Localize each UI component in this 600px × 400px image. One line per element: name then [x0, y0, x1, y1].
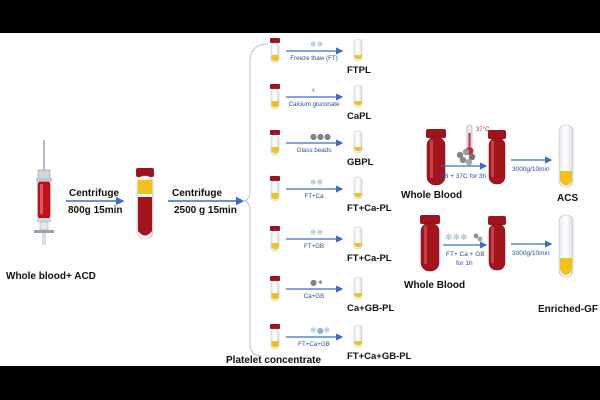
branch-product-tube — [353, 176, 363, 200]
acs-step1-label: GB + 37C for 3h — [439, 173, 487, 180]
branch-product-label: GBPL — [347, 157, 374, 168]
branch-arrow-label: Ca+GB — [304, 293, 324, 300]
glass-beads-cluster-icon — [456, 148, 476, 166]
bottom-black-band — [0, 366, 600, 400]
branch-row: ❄●❄ FT+Ca+GB FT+Ca+GB-PL — [270, 324, 412, 362]
branch-arrow-label: FT+Ca — [304, 193, 324, 200]
syringe-icon — [34, 140, 54, 245]
gf-source-tube — [420, 215, 440, 272]
whole-blood-acd-label: Whole blood+ ACD — [6, 271, 96, 282]
branch-row: ●✦ Ca+GB Ca+GB-PL — [270, 276, 394, 314]
branch-source-tube — [270, 276, 280, 302]
acs-middle-tube — [488, 130, 506, 185]
white-canvas — [0, 33, 600, 366]
branch-source-tube — [270, 176, 280, 202]
glass-beads-icon: ●●● — [310, 132, 331, 141]
centrifuge2-title: Centrifuge — [172, 188, 222, 199]
platelet-concentrate-label: Platelet concentrate — [226, 355, 321, 366]
snowflake-calcium-icon: ❄❄ — [310, 178, 323, 187]
gf-step1-label-line1: FT+ Ca + GB — [446, 251, 485, 258]
snowflake-calcium-beads-icon: ❄●❄ — [310, 326, 330, 335]
svg-text:❄❄❄: ❄❄❄ — [445, 233, 468, 243]
gf-source-label: Whole Blood — [404, 280, 465, 291]
acs-product-label: ACS — [557, 193, 578, 204]
branch-product-tube — [353, 38, 363, 62]
snowflakes-icon: ❄❄ — [310, 40, 323, 49]
branch-source-tube — [270, 38, 280, 64]
branch-source-tube — [270, 130, 280, 156]
thermometer-icon — [465, 124, 474, 156]
acs-step2-label: 3000g/10min — [512, 166, 550, 173]
branch-product-tube — [353, 276, 363, 300]
branch-product-tube — [353, 324, 363, 348]
branch-source-tube — [270, 84, 280, 110]
branch-arrow-label: Freeze thaw (FT) — [290, 55, 337, 62]
centrifuge1-title: Centrifuge — [69, 188, 119, 199]
branch-product-tube — [353, 84, 363, 108]
branch-row: ❄❄ Freeze thaw (FT) FTPL — [270, 38, 371, 76]
gf-step2-label: 3000g/10min — [512, 250, 550, 257]
separated-blood-tube — [136, 168, 154, 240]
acs-product-tube — [558, 124, 574, 188]
branch-product-label: CaPL — [347, 111, 371, 122]
branch-list: ❄❄ Freeze thaw (FT) FTPL ✦ Calcium gluconate… — [270, 38, 412, 362]
branch-product-label: FT+Ca-PL — [347, 203, 392, 214]
branch-arrow-label: Calcium gluconate — [289, 101, 340, 108]
snowflake-calcium-beads-cluster-icon: ❄❄❄ — [445, 233, 483, 243]
branch-arrow-label: FT+GB — [304, 243, 324, 250]
branch-product-tube — [353, 130, 363, 154]
centrifuge1-params: 800g 15min — [68, 205, 122, 216]
branch-source-tube — [270, 226, 280, 252]
branch-product-label: Ca+GB-PL — [347, 303, 394, 314]
branch-product-label: FT+Ca-PL — [347, 253, 392, 264]
gf-product-tube — [558, 214, 574, 278]
acs-source-label: Whole Blood — [401, 190, 462, 201]
calcium-star-icon: ✦ — [310, 86, 317, 95]
centrifuge2-params: 2500 g 15min — [174, 205, 237, 216]
branch-arrow-label: FT+Ca+GB — [298, 341, 330, 348]
branch-source-tube — [270, 324, 280, 350]
thermometer-text: 37°C — [476, 127, 490, 133]
snowflake-beads-icon: ❄❄ — [310, 228, 323, 237]
gf-step1-label-line2: for 1h — [456, 260, 473, 267]
gf-product-label: Enriched-GF — [538, 304, 598, 315]
branch-product-label: FT+Ca+GB-PL — [347, 351, 412, 362]
branch-row: ❄❄ FT+GB FT+Ca-PL — [270, 226, 392, 264]
branch-product-label: FTPL — [347, 65, 371, 76]
branch-bracket — [242, 43, 269, 357]
top-black-band — [0, 0, 600, 33]
acs-source-tube — [426, 129, 446, 186]
branch-arrow-label: Glass beads — [297, 147, 331, 154]
gf-middle-tube — [488, 216, 506, 271]
branch-product-tube — [353, 226, 363, 250]
calcium-beads-icon: ●✦ — [310, 278, 324, 287]
